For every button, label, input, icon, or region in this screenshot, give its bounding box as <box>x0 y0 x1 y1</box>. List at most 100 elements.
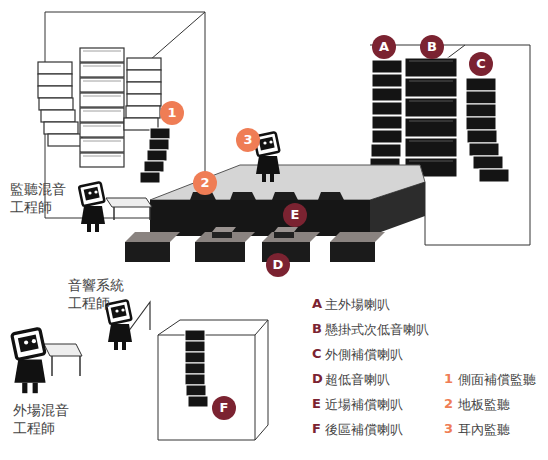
room-wireframe <box>158 320 268 440</box>
outfill-speaker <box>466 91 496 104</box>
legend-key: F <box>312 421 321 436</box>
delay-speaker <box>185 374 205 385</box>
wireframe-speaker <box>44 122 78 134</box>
delay-speaker <box>188 396 208 407</box>
wireframe-speaker <box>38 74 72 86</box>
legend-text: 側面補償監聽 <box>458 371 536 389</box>
subwoofer <box>195 242 245 262</box>
wireframe-speaker <box>80 48 124 62</box>
stage-top <box>150 165 425 200</box>
floor-monitor <box>272 192 298 200</box>
legend-text: 超低音喇叭 <box>325 371 390 389</box>
side-fill-speaker <box>140 172 160 183</box>
outfill-speaker <box>479 169 509 182</box>
main-speaker <box>372 60 402 73</box>
flown-sub <box>405 118 457 137</box>
wireframe-speaker <box>127 82 161 94</box>
callout-number: A <box>372 35 396 59</box>
delay-speaker <box>185 363 205 374</box>
legend-text: 後區補償喇叭 <box>325 421 403 439</box>
subwoofer <box>125 242 170 262</box>
side-fill-speaker <box>150 128 170 139</box>
callout-number: B <box>420 35 444 59</box>
wireframe-speaker <box>38 86 72 98</box>
legend-text: 主外場喇叭 <box>325 296 390 314</box>
legend-key: 3 <box>444 421 453 436</box>
subwoofer <box>330 242 375 262</box>
desk-legs <box>52 356 80 376</box>
main-speaker <box>372 102 402 115</box>
wireframe-speaker <box>80 108 124 122</box>
engineer-figure <box>12 328 46 393</box>
side-fill-speaker <box>144 161 164 172</box>
legend-key: 2 <box>444 396 453 411</box>
wireframe-speaker <box>80 93 124 107</box>
callout-number: 3 <box>236 128 260 152</box>
flown-sub <box>405 58 457 77</box>
wireframe-speaker <box>38 62 72 74</box>
floor-monitor <box>318 192 344 200</box>
callout-number: F <box>212 396 236 420</box>
near-fill-speaker <box>212 232 232 238</box>
mixing-desk <box>106 198 152 207</box>
legend-text: 耳內監聽 <box>458 421 510 439</box>
wireframe-speaker <box>39 98 73 110</box>
legend-text: 外側補償喇叭 <box>325 346 403 364</box>
delay-speaker <box>186 385 206 396</box>
stage-front <box>150 200 370 236</box>
outfill-speaker <box>466 104 496 117</box>
wireframe-speaker <box>80 123 124 137</box>
callout-number: E <box>283 203 307 227</box>
legend-text: 懸掛式次低音喇叭 <box>325 321 429 339</box>
wireframe-speaker <box>41 110 75 122</box>
wireframe-speaker <box>127 94 161 106</box>
outfill-speaker <box>473 156 503 169</box>
main-speaker <box>372 88 402 101</box>
main-speaker <box>372 74 402 87</box>
role-label: 監聽混音 工程師 <box>10 180 72 216</box>
flown-sub <box>405 98 457 117</box>
stage-side <box>370 182 425 236</box>
sub-top <box>330 232 385 242</box>
delay-speaker <box>185 352 205 363</box>
legend-text: 近場補償喇叭 <box>325 396 403 414</box>
delay-speaker <box>185 341 205 352</box>
legend-text: 地板監聽 <box>458 396 510 414</box>
callout-number: D <box>266 253 290 277</box>
legend-key: 1 <box>444 371 453 386</box>
outfill-speaker <box>466 117 496 130</box>
legend-key: A <box>312 296 322 311</box>
wireframe-speaker <box>80 138 124 152</box>
floor-monitor <box>230 192 256 200</box>
wireframe-speaker <box>127 58 161 70</box>
sub-top <box>125 232 180 242</box>
main-speaker <box>372 130 402 143</box>
near-fill-top <box>274 227 298 232</box>
main-speaker <box>372 116 402 129</box>
wireframe-speaker <box>80 153 124 167</box>
wireframe-speaker <box>127 70 161 82</box>
outfill-speaker <box>469 143 499 156</box>
side-fill-speaker <box>147 150 167 161</box>
legend-key: C <box>312 346 322 361</box>
wireframe-speaker <box>48 134 82 146</box>
role-label: 外場混音 工程師 <box>13 401 75 437</box>
legend-key: B <box>312 321 322 336</box>
callout-number: 2 <box>193 171 217 195</box>
near-fill-top <box>212 227 236 232</box>
sub-top <box>262 232 320 242</box>
mixing-desk <box>44 344 82 356</box>
near-fill-speaker <box>274 232 294 238</box>
room-wireframe <box>370 45 530 245</box>
sub-top <box>195 232 255 242</box>
side-fill-speaker <box>149 139 169 150</box>
delay-speaker <box>185 330 205 341</box>
engineer-figure <box>79 182 105 232</box>
callout-number: C <box>469 52 493 76</box>
legend-key: D <box>312 371 323 386</box>
callout-number: 1 <box>160 101 184 125</box>
flown-sub <box>405 78 457 97</box>
main-speaker <box>371 144 401 157</box>
